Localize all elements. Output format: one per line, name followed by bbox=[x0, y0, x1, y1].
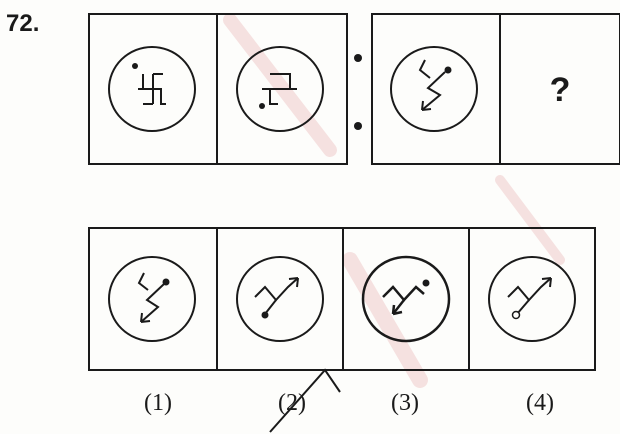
zigzag-arrow-icon bbox=[139, 273, 164, 322]
unknown-mark: ? bbox=[550, 71, 571, 109]
option-3-label[interactable]: (3) bbox=[375, 390, 435, 417]
option-2-figure[interactable] bbox=[237, 257, 323, 341]
question-figure-3 bbox=[391, 47, 477, 131]
option-4-figure[interactable] bbox=[489, 257, 575, 341]
option-1-figure[interactable] bbox=[109, 257, 195, 341]
question-figure-1 bbox=[109, 47, 195, 131]
question-box-right bbox=[372, 14, 620, 164]
option-4-label[interactable]: (4) bbox=[510, 390, 570, 417]
option-1-label[interactable]: (1) bbox=[128, 390, 188, 417]
zigzag-arrow-icon bbox=[508, 278, 551, 314]
ratio-dot-top bbox=[354, 54, 362, 62]
swastika-symbol-icon bbox=[138, 74, 166, 104]
option-2-label[interactable]: (2) bbox=[262, 390, 322, 417]
question-box-left bbox=[89, 14, 347, 164]
zigzag-arrow-icon bbox=[255, 278, 298, 314]
ratio-dot-bottom bbox=[354, 122, 362, 130]
zigzag-arrow-icon bbox=[383, 287, 424, 314]
zigzag-arrow-icon bbox=[420, 60, 445, 110]
question-figure-2 bbox=[237, 47, 323, 131]
options-box bbox=[89, 228, 595, 370]
